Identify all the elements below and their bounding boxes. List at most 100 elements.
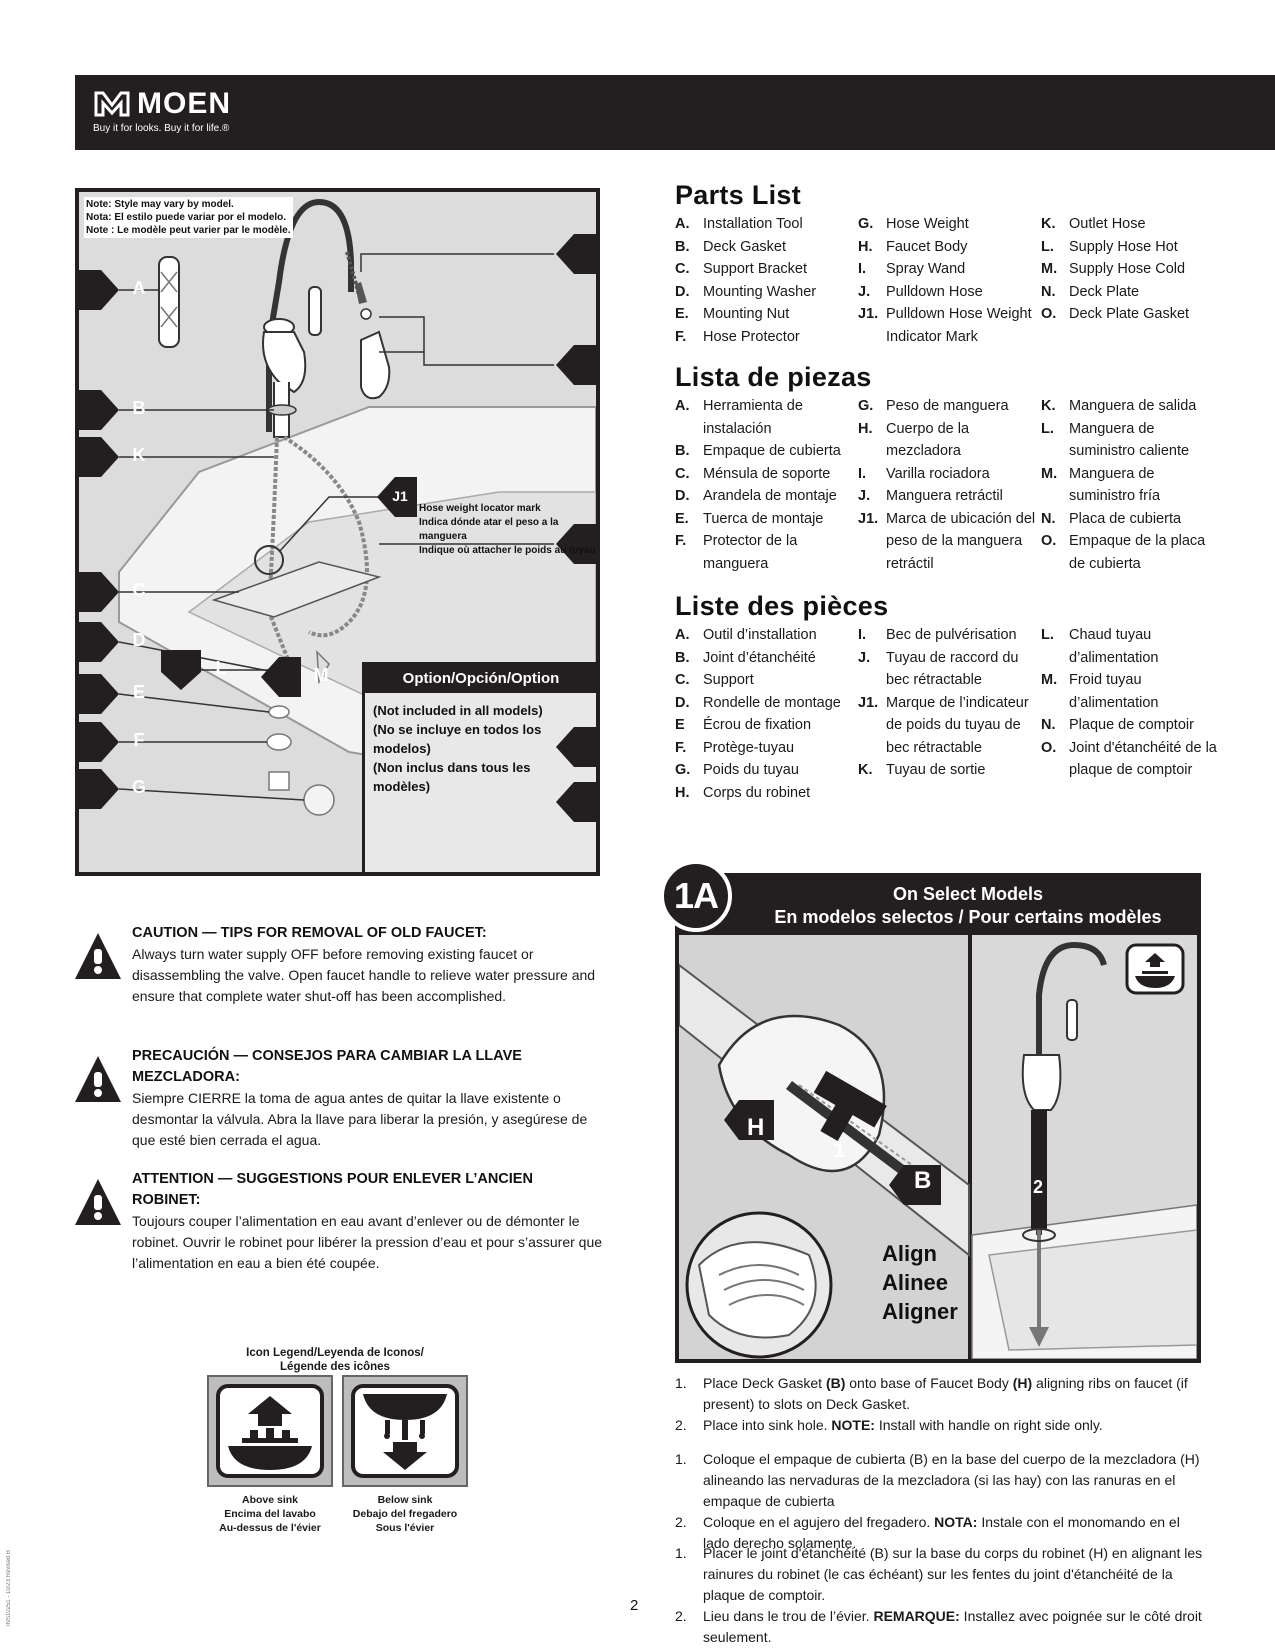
instruction-number: 1. [675, 1375, 687, 1391]
step-number-2: 2 [1033, 1177, 1044, 1197]
list-item: N.Placa de cubierta [1041, 508, 1224, 531]
part-name: Support [703, 672, 754, 688]
instruction-text: Place Deck Gasket (B) onto base of Fauce… [703, 1375, 1188, 1412]
part-letter: D. [675, 694, 690, 711]
step-badge: 1A [660, 860, 732, 932]
icon-legend-title: Icon Legend/Leyenda de Iconos/ Légende d… [200, 1346, 470, 1374]
tag-i: I [556, 345, 596, 385]
align-text: Align Alinee Aligner [882, 1239, 958, 1326]
part-letter: F. [675, 533, 687, 549]
caution-title: CAUTION — TIPS FOR REMOVAL OF OLD FAUCET… [132, 925, 487, 941]
instruction-text: Coloque el empaque de cubierta (B) en la… [703, 1451, 1200, 1509]
list-item: A.Outil d’installation [675, 624, 858, 647]
list-item: J1.Pulldown Hose Weight Indicator Mark [858, 303, 1041, 348]
tag-j1: J1 [377, 477, 417, 517]
part-letter: N. [1041, 717, 1056, 733]
part-letter: I. [858, 261, 867, 277]
part-name: Herramienta de instalación [703, 398, 803, 437]
instructions-es: 1. Coloque el empaque de cubierta (B) en … [675, 1449, 1205, 1554]
part-letter: B. [675, 649, 690, 666]
part-letter: J1. [858, 694, 879, 711]
list-item: E.Tuerca de montaje [675, 508, 858, 531]
tag-m: M [261, 657, 329, 697]
list-item: F. Hose Protector [675, 326, 858, 349]
tag-g: G [79, 769, 146, 809]
list-item: L.Chaud tuyau d’alimentation [1041, 624, 1224, 669]
part-letter: J1. [858, 510, 879, 527]
list-item: N.Deck Plate [1041, 281, 1224, 304]
part-name: Poids du tuyau [703, 762, 799, 778]
part-name: Mounting Washer [703, 283, 817, 300]
part-name: Supply Hose Hot [1069, 238, 1178, 255]
instruction-item: 1. Place Deck Gasket (B) onto base of Fau… [675, 1373, 1205, 1415]
below-sink-caption: Below sink Debajo del fregadero Sous l'é… [342, 1493, 468, 1535]
part-letter: O. [1041, 739, 1057, 756]
caution-title: ATTENTION — SUGGESTIONS POUR ENLEVER L’A… [132, 1171, 533, 1208]
above-sink-glyph [228, 1396, 312, 1470]
instruction-item: 2.Coloque en el agujero del fregadero. N… [675, 1512, 1205, 1554]
tag-f: F [79, 722, 145, 762]
part-letter: H. [858, 238, 873, 255]
list-item: J.Pulldown Hose [858, 281, 1041, 304]
brand-tagline: Buy it for looks. Buy it for life.® [93, 123, 230, 134]
j1-note-es: Indica dónde atar el peso a la manguera [419, 517, 559, 542]
part-letter: I. [858, 627, 867, 643]
caution-text: Toujours couper l’alimentation en eau av… [132, 1213, 603, 1271]
step-label-h: H [747, 1114, 765, 1141]
list-item: I.Varilla rociadora [858, 463, 1041, 486]
list-item: G.Peso de manguera [858, 395, 1041, 418]
list-item: D.Arandela de montaje [675, 485, 858, 508]
note-line-fr: Note : Le modèle peut varier par le modè… [86, 225, 291, 236]
caption-line: Below sink [377, 1494, 433, 1506]
part-name: Varilla rociadora [886, 465, 990, 482]
part-letter: G. [858, 216, 874, 232]
j1-note-fr: Indique où attacher le poids au tuyau [419, 545, 596, 556]
list-item: M.Froid tuyau d’alimentation [1041, 669, 1224, 714]
caption-line: Sous l'évier [375, 1522, 435, 1534]
figure-note: Note: Style may vary by model. Nota: El … [84, 197, 293, 238]
tag-k: K [79, 437, 146, 477]
list-item: C.Support Bracket [675, 258, 858, 281]
list-item: A.Installation Tool [675, 213, 858, 236]
part-name: Joint d'étanchéité de la plaque de compt… [1069, 739, 1217, 779]
part-letter: K. [1041, 216, 1056, 232]
instruction-number: 1. [675, 1451, 687, 1467]
list-item: J1.Marque de l’indicateur de poids du tu… [858, 692, 1041, 760]
option-title: Option/Opción/Option [365, 665, 596, 693]
part-letter: F. [675, 328, 687, 345]
part-letter: B. [675, 238, 690, 255]
step-header: On Select Models En modelos selectos / P… [679, 877, 1197, 935]
part-letter: H. [675, 784, 690, 801]
list-item: M.Manguera de suministro fría [1041, 463, 1224, 508]
instruction-text: Placer le joint d'étanchéité (B) sur la … [703, 1545, 1203, 1603]
tag-n: N [556, 727, 596, 767]
part-letter: K. [858, 762, 873, 778]
part-name: Hose Protector [703, 328, 800, 345]
part-letter: O. [1041, 533, 1057, 549]
caption-line: Debajo del fregadero [352, 1508, 458, 1520]
list-item: B.Empaque de cubierta [675, 440, 858, 463]
caution-en: CAUTION — TIPS FOR REMOVAL OF OLD FAUCET… [75, 923, 605, 1007]
note-line-en: Note: Style may vary by model. [86, 199, 234, 210]
tag-d: D [79, 622, 146, 662]
list-item: B.Joint d’étanchéité [675, 647, 858, 670]
parts-title-en: Parts List [675, 180, 802, 210]
part-letter: G. [858, 398, 874, 414]
part-name: Plaque de comptoir [1069, 717, 1194, 733]
caution-text: Always turn water supply OFF before remo… [132, 946, 596, 1004]
caution-text: Siempre CIERRE la toma de agua antes de … [132, 1090, 588, 1148]
list-item: J.Manguera retráctil [858, 485, 1041, 508]
part-letter: J. [858, 649, 871, 666]
instruction-text: Lieu dans le trou de l’évier. REMARQUE: … [703, 1608, 1202, 1645]
list-item: B.Deck Gasket [675, 236, 858, 259]
part-letter: H. [858, 420, 873, 437]
caution-fr: ATTENTION — SUGGESTIONS POUR ENLEVER L’A… [75, 1169, 605, 1274]
caption-line: Au-dessus de l'évier [219, 1522, 321, 1534]
part-letter: J. [858, 488, 871, 504]
step-label-b: B [914, 1167, 932, 1194]
